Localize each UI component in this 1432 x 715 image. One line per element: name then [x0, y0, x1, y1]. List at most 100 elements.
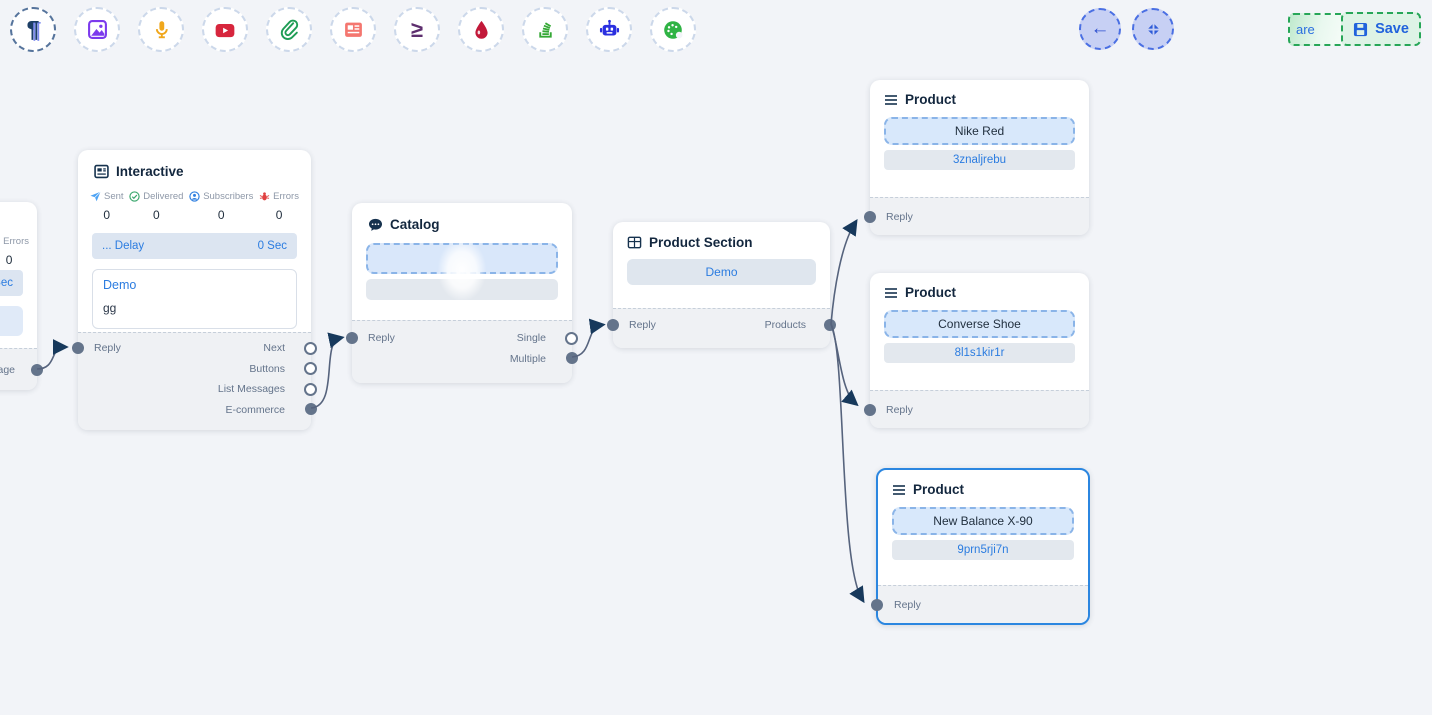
output-label-single: Single	[516, 332, 546, 344]
sent-plane-icon	[90, 191, 101, 202]
video-node-button[interactable]	[202, 7, 248, 52]
node-header: Product Section	[613, 222, 830, 252]
output-handle-single[interactable]	[565, 331, 578, 345]
output-handle-list-messages[interactable]	[304, 382, 317, 396]
product-id: 9prn5rji7n	[957, 544, 1009, 556]
product-id-field[interactable]: 9prn5rji7n	[892, 540, 1074, 560]
input-handle-reply[interactable]	[346, 332, 358, 344]
node-title: Product Section	[649, 235, 753, 250]
paperclip-icon	[280, 19, 298, 40]
stack-node-button[interactable]	[522, 7, 568, 52]
node-footer: Reply	[864, 390, 1089, 428]
floppy-save-icon	[1354, 22, 1368, 36]
node-message-partial[interactable]: Errors 0 0 Sec Message	[0, 202, 43, 390]
product-id-field[interactable]: 8l1s1kir1r	[884, 343, 1075, 363]
output-handle-next[interactable]	[304, 341, 317, 355]
node-product-section[interactable]: Product Section Demo Reply Products	[607, 222, 836, 348]
input-handle-reply[interactable]	[864, 404, 876, 416]
node-footer: Reply Next Buttons List Messages E-comme…	[72, 332, 317, 430]
product-name: Converse Shoe	[938, 317, 1021, 331]
partial-button-text: are	[1296, 22, 1315, 37]
stat-value: 0	[103, 208, 111, 222]
image-node-button[interactable]	[74, 7, 120, 52]
theme-node-button[interactable]	[650, 7, 696, 52]
video-youtube-icon	[215, 23, 235, 37]
product-id: 3znaljrebu	[952, 154, 1007, 166]
back-arrow-icon: ←	[1090, 18, 1110, 39]
output-handle-products[interactable]	[824, 318, 836, 331]
output-label: Message	[0, 364, 15, 376]
image-blob	[438, 239, 486, 301]
node-interactive[interactable]: Interactive Sent 0	[72, 150, 317, 430]
output-label-multiple: Multiple	[509, 352, 546, 365]
product-name-field[interactable]: Nike Red	[884, 117, 1075, 145]
robot-icon	[599, 19, 619, 36]
attachment-node-button[interactable]	[266, 7, 312, 52]
subscribers-user-icon	[189, 191, 200, 202]
stat-label: Sent	[104, 191, 124, 202]
palette-icon	[664, 20, 683, 39]
microphone-icon	[155, 21, 168, 39]
node-product-new-balance[interactable]: Product New Balance X-90 9prn5rji7n Repl…	[871, 468, 1090, 625]
node-title: Catalog	[390, 217, 440, 232]
template-node-button[interactable]	[330, 7, 376, 52]
header-actions: ← are Save	[0, 0, 1432, 60]
output-handle-buttons[interactable]	[304, 362, 317, 375]
delay-row[interactable]: ... Delay 0 Sec	[92, 233, 297, 259]
grid-table-icon	[627, 236, 642, 249]
node-footer: Message	[0, 348, 43, 390]
input-label: Reply	[886, 404, 913, 416]
output-handle-multiple[interactable]	[566, 352, 578, 364]
product-name-field[interactable]: New Balance X-90	[892, 507, 1074, 535]
back-button[interactable]: ←	[1079, 8, 1121, 50]
output-handle-message[interactable]	[31, 364, 43, 376]
input-handle-reply[interactable]	[871, 599, 883, 611]
stat-value: 0	[5, 253, 13, 267]
input-handle-reply[interactable]	[607, 319, 619, 331]
partial-button-fragment[interactable]: are	[1288, 13, 1346, 46]
input-label: Reply	[94, 342, 121, 354]
bot-node-button[interactable]	[586, 7, 632, 52]
newspaper-icon	[344, 22, 362, 37]
input-handle-reply[interactable]	[72, 342, 84, 354]
compress-icon	[1147, 23, 1159, 35]
section-name-field[interactable]: Demo	[627, 259, 816, 285]
interactive-icon	[94, 164, 109, 179]
body-title: Demo	[103, 278, 137, 292]
stat-value: 0	[275, 208, 283, 222]
stat-errors: Errors 0	[259, 191, 299, 222]
stack-icon	[538, 22, 552, 38]
body-text: gg	[103, 301, 117, 315]
stat-label: Delivered	[143, 191, 184, 202]
node-product-nike[interactable]: Product Nike Red 3znaljrebu Reply	[864, 80, 1089, 235]
drip-node-button[interactable]	[458, 7, 504, 52]
fit-view-button[interactable]	[1132, 8, 1174, 50]
delay-row[interactable]: 0 Sec	[0, 270, 23, 296]
node-header: Product	[870, 80, 1089, 109]
node-header: Product	[870, 273, 1089, 302]
output-label-list-messages: List Messages	[217, 383, 285, 395]
audio-node-button[interactable]	[138, 7, 184, 52]
product-name-field[interactable]: Converse Shoe	[884, 310, 1075, 338]
node-catalog[interactable]: Catalog Reply Single Multiple	[346, 203, 578, 383]
product-id-field[interactable]: 3znaljrebu	[884, 150, 1075, 170]
input-handle-reply[interactable]	[864, 211, 876, 223]
menu-icon	[885, 287, 897, 298]
catalog-chat-icon	[368, 218, 383, 231]
stat-subscribers: Subscribers 0	[189, 191, 253, 222]
droplet-icon	[474, 20, 488, 39]
output-handle-ecommerce[interactable]	[305, 403, 317, 415]
catalog-image-placeholder[interactable]	[366, 239, 558, 301]
input-label: Reply	[629, 319, 656, 331]
stat-label: Errors	[273, 191, 299, 202]
output-label-buttons: Buttons	[249, 362, 285, 375]
node-header: Interactive	[78, 150, 311, 183]
node-title: Product	[905, 285, 957, 300]
text-node-button[interactable]: ¶	[10, 7, 56, 52]
message-body[interactable]: Demo gg	[92, 269, 297, 329]
node-product-converse[interactable]: Product Converse Shoe 8l1s1kir1r Reply	[864, 273, 1089, 428]
sequence-node-button[interactable]: ≥	[394, 7, 440, 52]
save-button[interactable]: Save	[1341, 12, 1421, 46]
node-header: Catalog	[352, 203, 572, 234]
